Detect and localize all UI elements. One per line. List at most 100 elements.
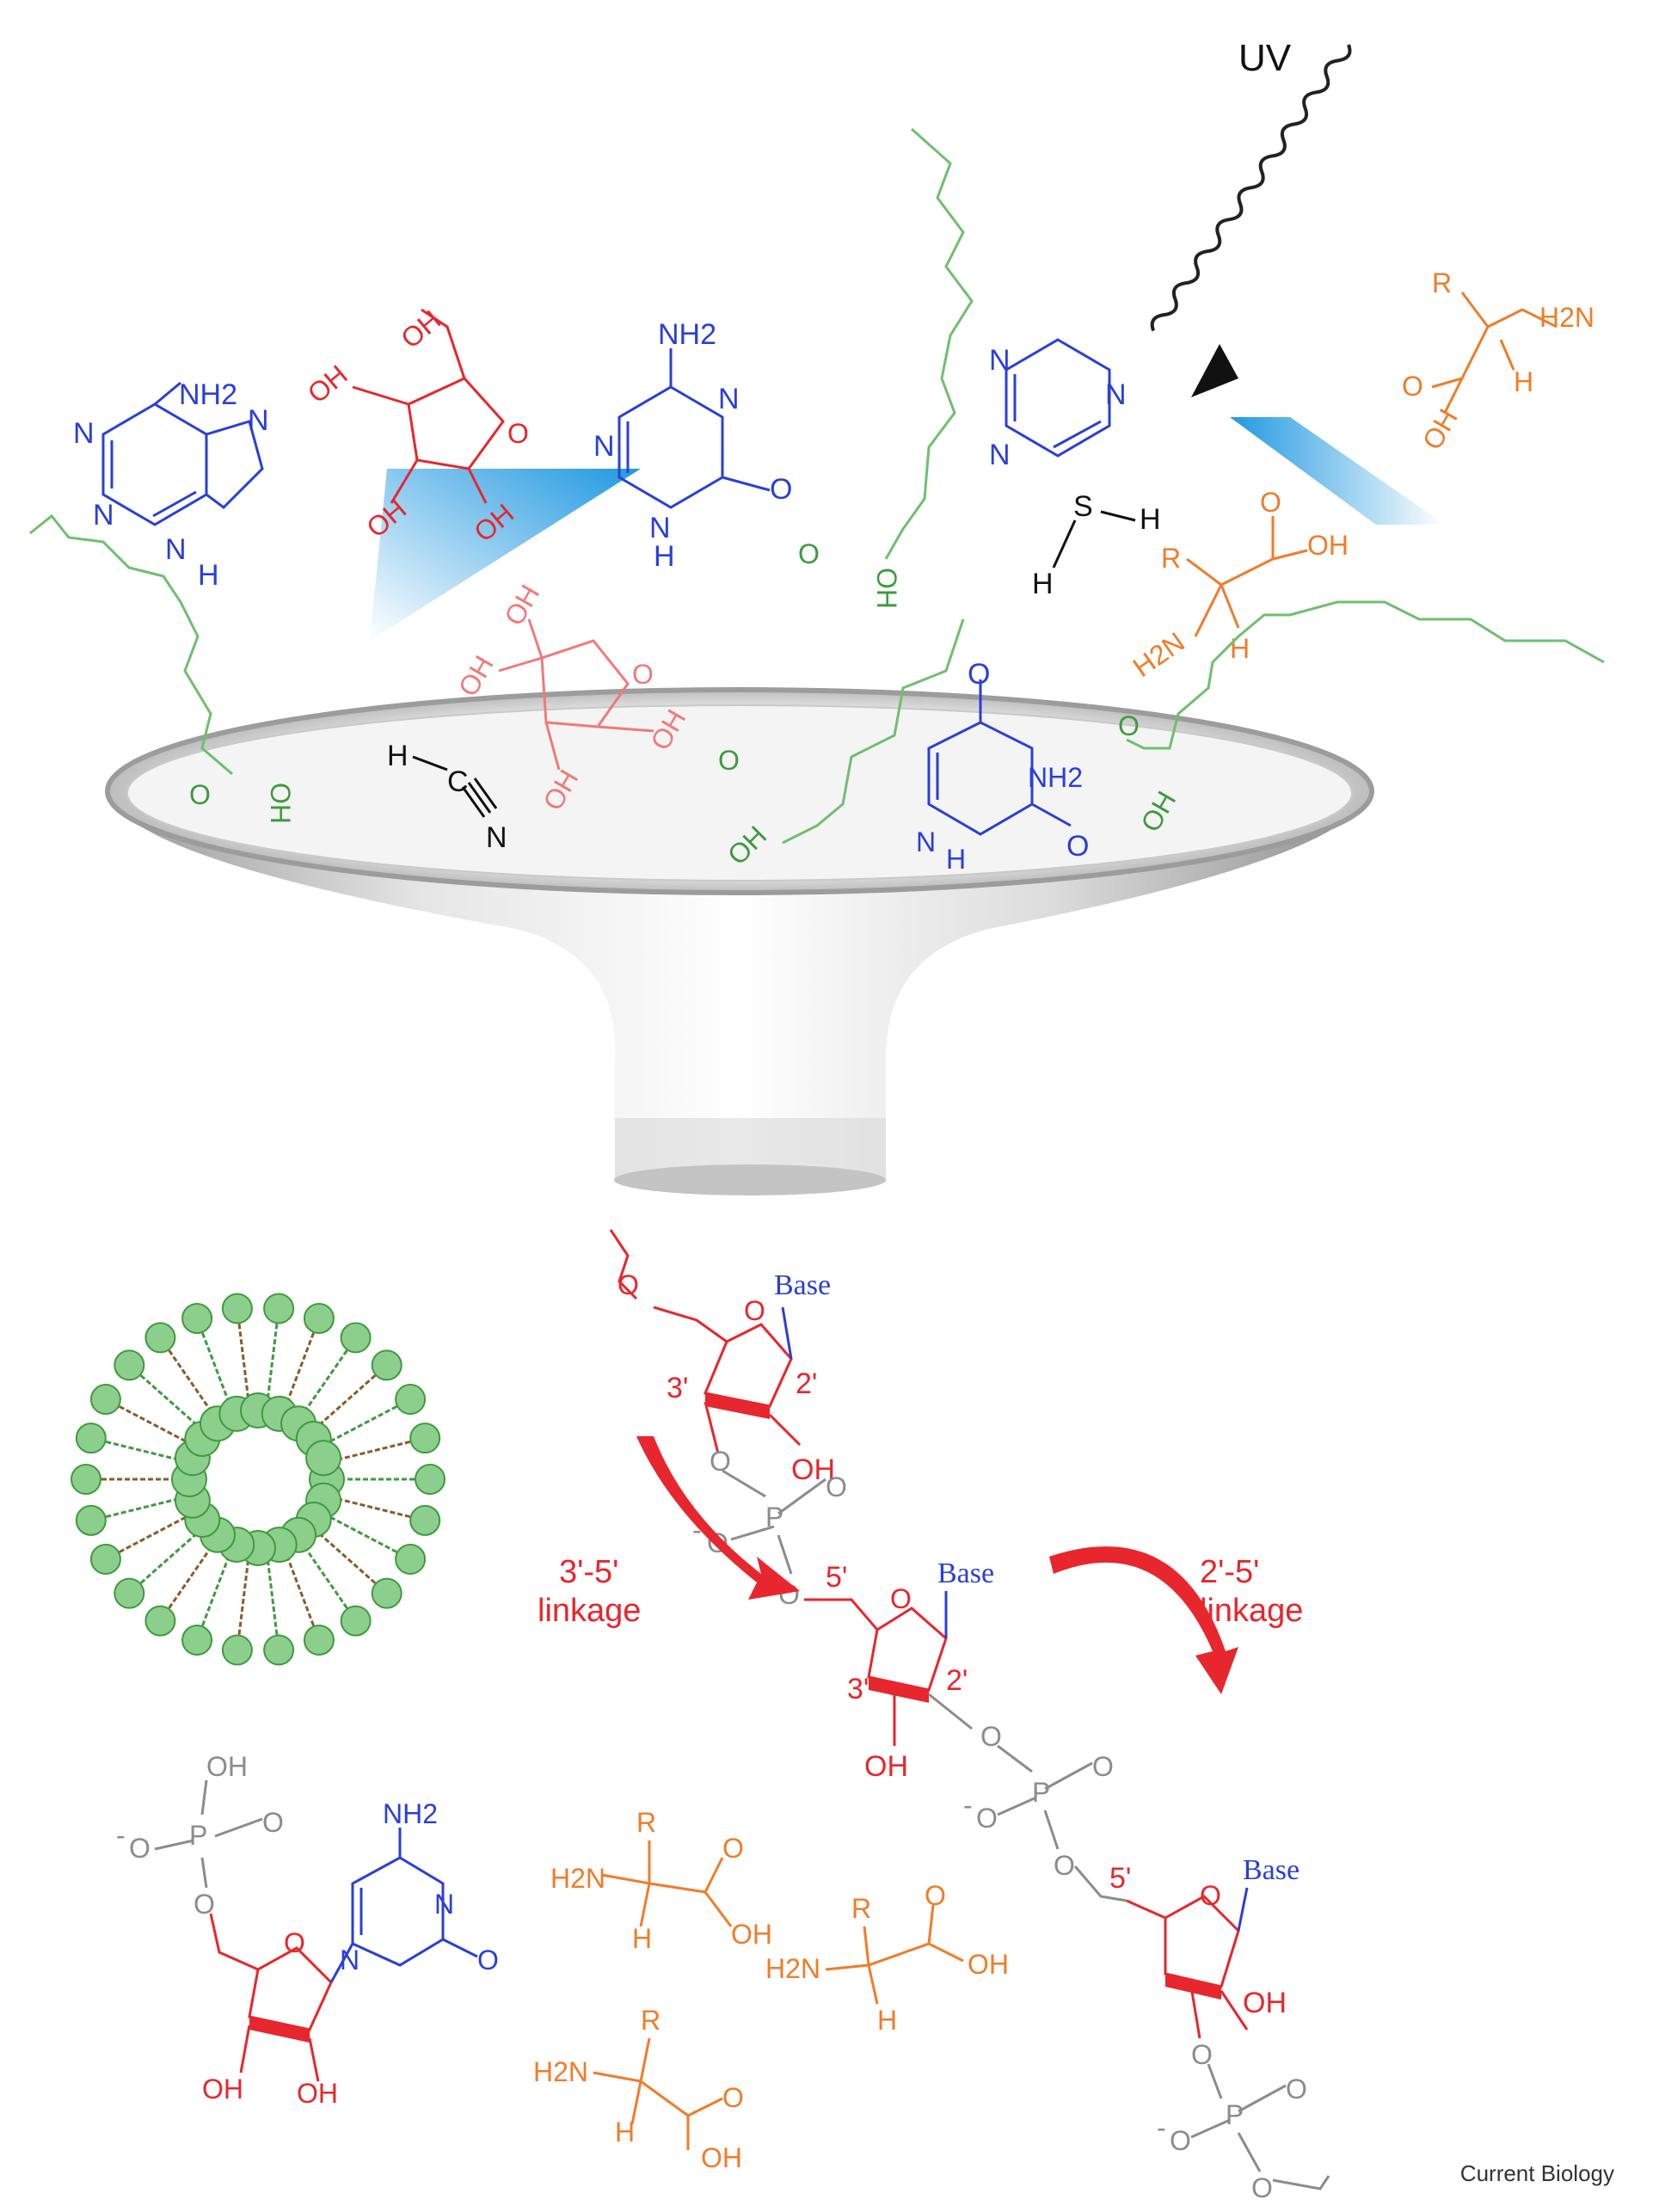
ribose-molecule-top — [352, 308, 505, 504]
svg-text:2': 2' — [796, 1367, 817, 1400]
hydrogen-sulfide-labels: H S H — [1032, 490, 1161, 600]
lipid-head — [75, 1422, 107, 1454]
amino-acid-top-right-labels: R H2N O H OH — [1402, 267, 1594, 455]
svg-text:N: N — [165, 533, 187, 566]
svg-text:O: O — [1170, 2125, 1191, 2156]
amino-acid-bottom-2 — [825, 1904, 964, 2005]
lipid-head — [75, 1504, 107, 1536]
amino-acid-bottom-3 — [593, 2037, 723, 2150]
azacytosine-labels: NH2 N N O N H — [593, 318, 792, 573]
svg-text:Base: Base — [937, 1558, 994, 1589]
svg-text:C: C — [447, 765, 469, 798]
lipid-head — [89, 1543, 121, 1575]
svg-text:OH: OH — [731, 1919, 772, 1950]
svg-text:H: H — [1514, 366, 1533, 397]
lipid-head — [409, 1422, 441, 1454]
lipid-head — [144, 1605, 176, 1637]
svg-text:N: N — [718, 383, 740, 415]
fatty-acid-left — [29, 513, 233, 776]
svg-text:O: O — [980, 1721, 1002, 1752]
fatty-acid-middle — [782, 618, 965, 845]
credit-label: Current Biology — [1459, 2160, 1614, 2186]
svg-text:O: O — [722, 2082, 744, 2113]
cmp-molecule — [154, 1779, 478, 2082]
amino-acid-bottom-1 — [601, 1840, 733, 1927]
svg-text:OH: OH — [302, 359, 353, 409]
svg-text:N: N — [916, 826, 936, 857]
fatty-acid-top — [884, 127, 974, 560]
svg-text:-: - — [963, 1790, 973, 1821]
svg-text:5': 5' — [1109, 1862, 1131, 1895]
svg-text:H: H — [1032, 568, 1054, 600]
lipid-head — [409, 1504, 441, 1536]
svg-text:O: O — [1260, 487, 1281, 518]
rna-phosphate-3 — [1190, 2063, 1330, 2190]
hydrogen-cyanide-molecule — [412, 755, 498, 818]
svg-text:O: O — [284, 1927, 305, 1958]
triazine-molecule — [1005, 338, 1111, 458]
svg-text:P: P — [765, 1502, 783, 1533]
svg-text:-: - — [692, 1515, 702, 1545]
rna-phosphate-3-labels: O P O O - O — [1157, 2039, 1307, 2203]
svg-text:O: O — [1251, 2172, 1273, 2203]
svg-text:O: O — [477, 1945, 499, 1975]
svg-text:N: N — [1105, 378, 1127, 411]
svg-text:O: O — [1200, 1880, 1221, 1911]
hydrogen-sulfide-molecule — [1052, 510, 1136, 568]
svg-text:O: O — [618, 1269, 639, 1300]
svg-text:H2N: H2N — [765, 1953, 820, 1984]
fatty-acid-left-labels: O OH — [189, 779, 296, 824]
svg-text:N: N — [486, 821, 507, 854]
svg-text:O: O — [632, 659, 654, 690]
adenine-labels: NH2 N N N N H — [73, 378, 269, 592]
svg-text:H: H — [946, 844, 966, 875]
svg-text:H: H — [615, 2117, 635, 2147]
adenine-molecule — [101, 381, 264, 526]
svg-text:N: N — [248, 404, 269, 437]
lipid-head — [263, 1634, 295, 1666]
svg-text:H: H — [198, 559, 219, 592]
svg-text:H2N: H2N — [1128, 626, 1190, 683]
rna-phosphate-2 — [997, 1744, 1128, 1902]
ribose-molecule-middle — [498, 618, 654, 771]
svg-text:P: P — [1226, 2099, 1244, 2130]
rna-nucleotide-3: 5' O Base OH — [1109, 1854, 1300, 2039]
svg-text:R: R — [1161, 543, 1181, 574]
svg-text:O: O — [194, 1889, 215, 1920]
svg-text:O: O — [770, 473, 792, 506]
svg-text:R: R — [636, 1807, 656, 1838]
lipid-head — [415, 1464, 445, 1495]
svg-text:Base: Base — [774, 1269, 831, 1301]
lipid-head — [181, 1625, 213, 1656]
svg-text:O: O — [722, 1833, 744, 1864]
svg-text:H2N: H2N — [550, 1863, 605, 1894]
lipid-head — [303, 1625, 335, 1656]
svg-text:OH: OH — [498, 580, 545, 631]
svg-text:N: N — [989, 439, 1011, 471]
svg-text:H2N: H2N — [1539, 302, 1594, 333]
svg-text:NH2: NH2 — [658, 318, 716, 351]
svg-text:O: O — [1286, 2074, 1307, 2104]
svg-text:O: O — [1092, 1751, 1114, 1782]
svg-text:3'-5': 3'-5' — [559, 1554, 618, 1590]
rna-phosphate-1 — [722, 1469, 826, 1575]
svg-text:H: H — [877, 2005, 897, 2036]
svg-text:O: O — [507, 418, 529, 449]
svg-text:OH: OH — [968, 1949, 1009, 1980]
lipid-head — [114, 1577, 145, 1609]
lipid-head — [303, 1302, 335, 1334]
lipid-head — [395, 1384, 427, 1416]
lipid-head — [305, 1440, 342, 1477]
lipid-head — [340, 1322, 372, 1354]
svg-text:O: O — [1118, 710, 1140, 741]
svg-text:O: O — [1066, 830, 1089, 863]
svg-text:OH: OH — [297, 2078, 338, 2109]
svg-text:OH: OH — [265, 783, 296, 824]
svg-text:O: O — [710, 1446, 731, 1477]
micelle-icon — [71, 1293, 445, 1666]
svg-text:linkage: linkage — [1200, 1593, 1303, 1629]
svg-text:O: O — [129, 1833, 151, 1864]
svg-text:N: N — [434, 1889, 454, 1920]
lipid-head — [371, 1577, 402, 1609]
